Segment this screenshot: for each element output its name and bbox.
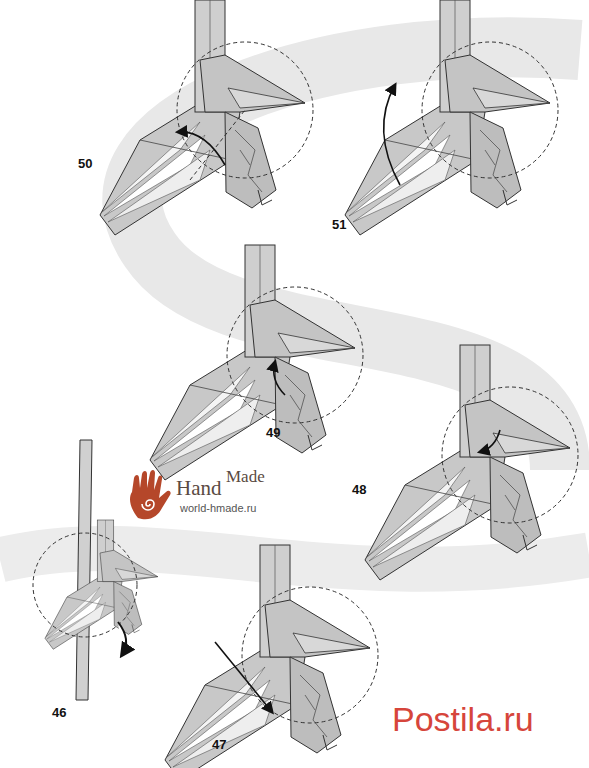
step-number: 48 [352,483,366,496]
watermark: Postila.ru [392,702,534,736]
step-number: 51 [332,218,346,231]
logo-word: Hand [176,478,222,499]
step-number: 46 [52,706,66,719]
logo-word: Made [226,468,265,485]
step-number: 49 [266,426,280,439]
step-number: 47 [212,738,226,751]
logo-url: world-hmade.ru [180,503,256,514]
step-number: 50 [78,157,92,170]
